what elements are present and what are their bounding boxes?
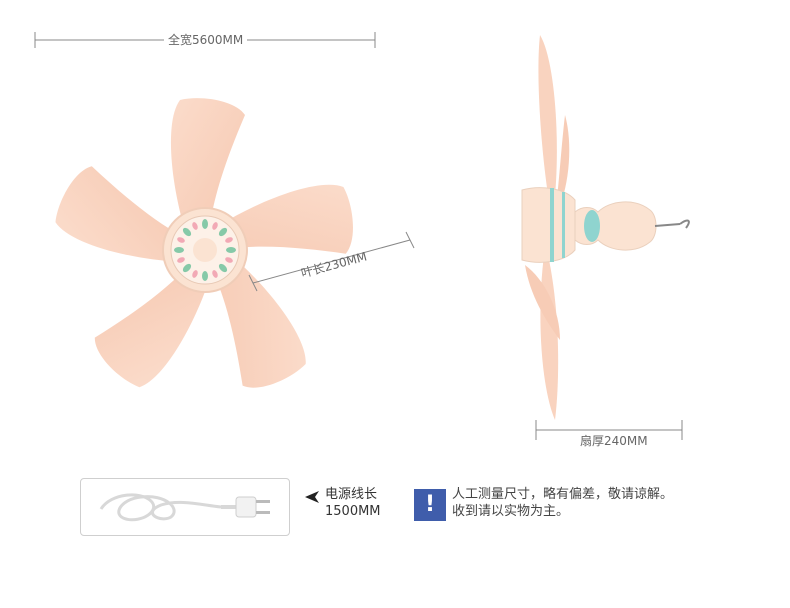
thickness-dimension-label: 扇厚240MM bbox=[576, 432, 652, 449]
power-plug-icon bbox=[99, 493, 270, 522]
arrow-left-icon bbox=[305, 491, 319, 503]
cord-length-value: 1500MM bbox=[325, 504, 381, 519]
measurement-notice: 人工测量尺寸，略有偏差，敬请谅解。 收到请以实物为主。 bbox=[452, 486, 673, 520]
notice-line-1: 人工测量尺寸，略有偏差，敬请谅解。 bbox=[452, 487, 674, 502]
thickness-dimension-line bbox=[535, 420, 683, 440]
cord-length-label: 电源线长 1500MM bbox=[325, 486, 381, 520]
fan-blade bbox=[170, 98, 246, 230]
warning-icon: ! bbox=[414, 489, 446, 521]
fan-blade bbox=[94, 267, 210, 388]
fan-blade bbox=[214, 256, 306, 388]
fan-front-view bbox=[55, 98, 353, 388]
width-dimension-label: 全宽5600MM bbox=[164, 31, 248, 48]
fan-blade bbox=[55, 166, 184, 262]
notice-line-2: 收到请以实物为主。 bbox=[452, 504, 570, 519]
fan-blade bbox=[219, 184, 353, 254]
blade-dimension-line bbox=[248, 231, 415, 292]
power-cord-image bbox=[80, 478, 290, 536]
fan-hub bbox=[162, 207, 248, 293]
fan-side-view bbox=[521, 35, 690, 420]
cord-length-title: 电源线长 bbox=[325, 487, 378, 502]
